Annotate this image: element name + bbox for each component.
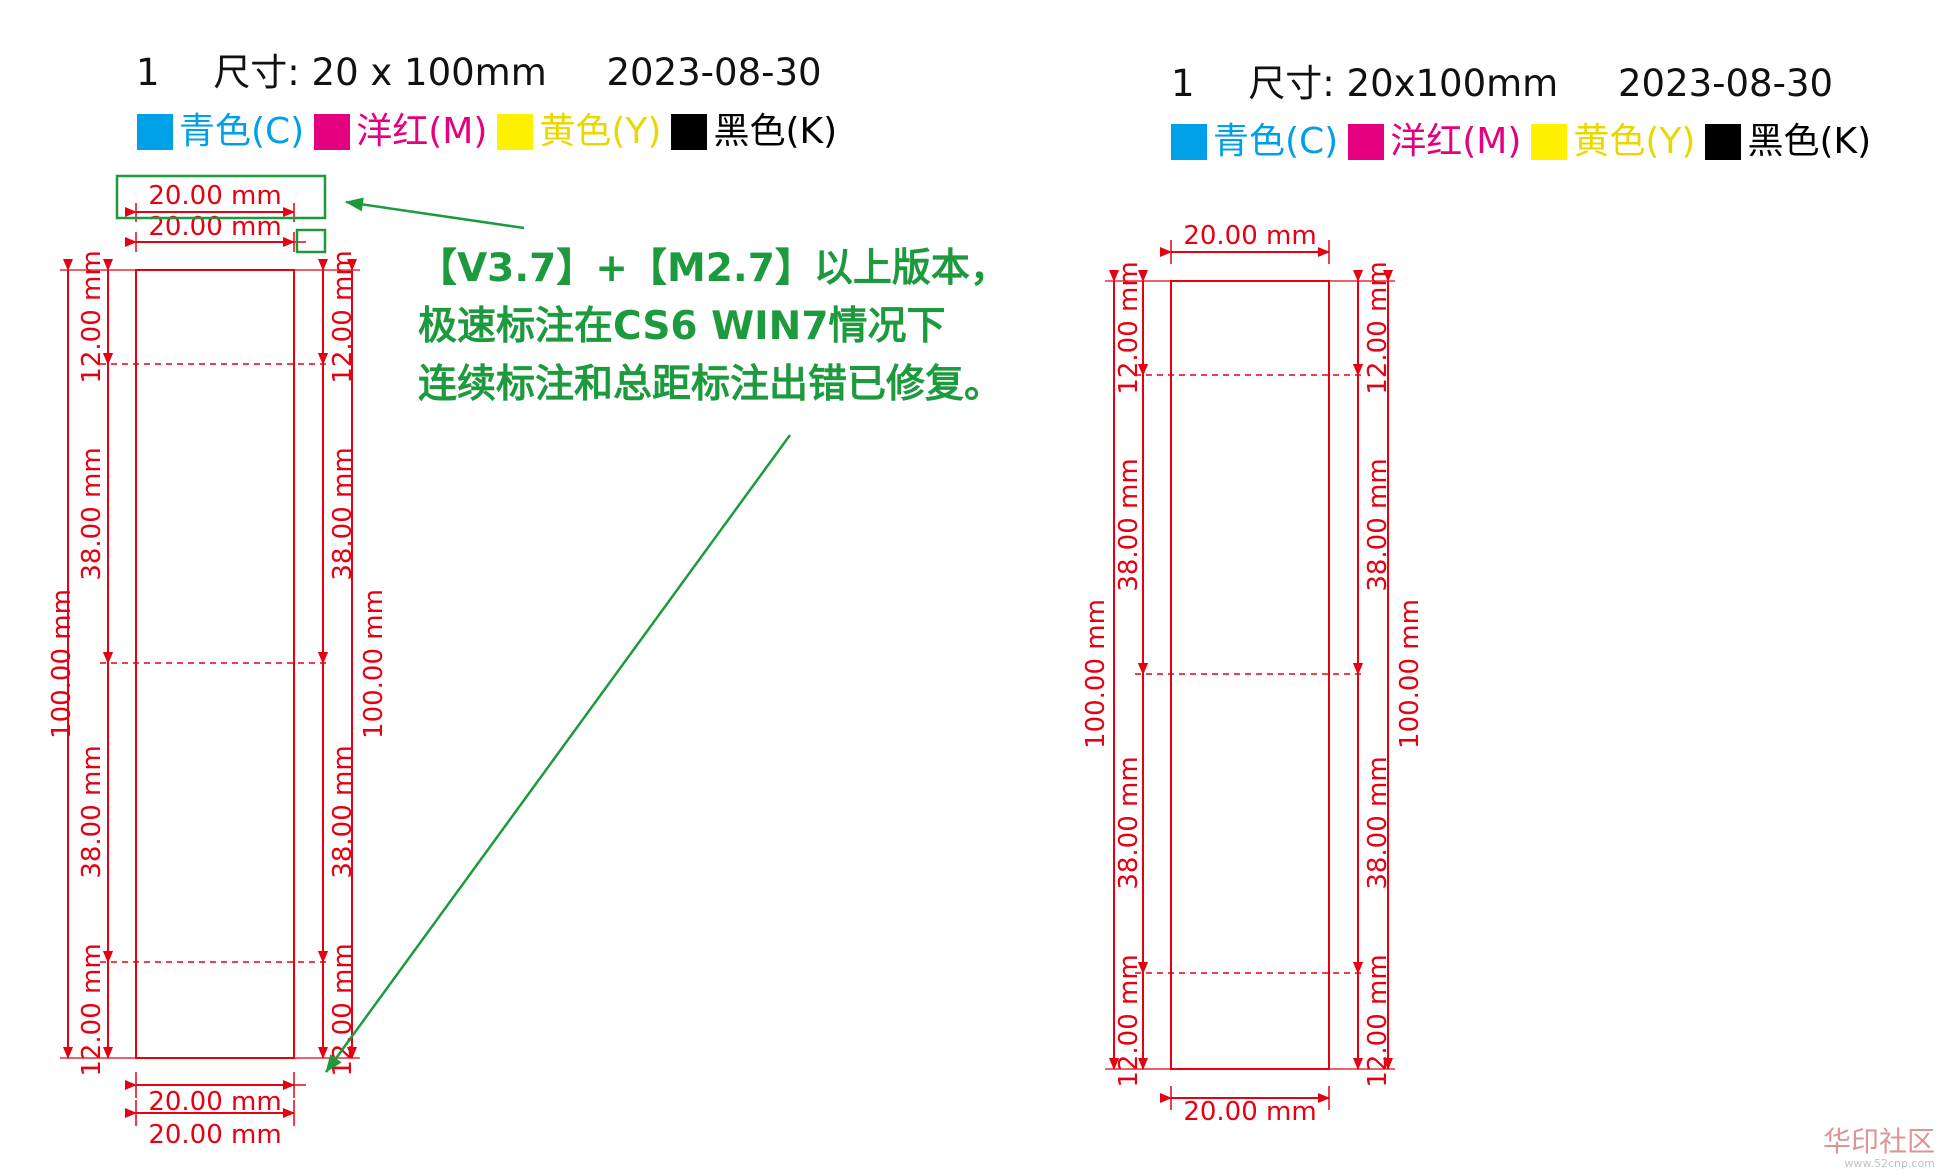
left-header-date: 2023-08-30 <box>606 51 822 94</box>
right-right-seg-label-mid2: 38.00 mm <box>1363 756 1393 889</box>
legend-item-magenta: 洋红(M) <box>314 114 487 150</box>
right-right-seg-label-top: 12.00 mm <box>1363 261 1393 394</box>
left-seg-label-top: 12.00 mm <box>77 250 107 383</box>
left-right-seg-label-mid1: 38.00 mm <box>328 447 358 580</box>
left-top-width-label-1: 20.00 mm <box>148 181 281 211</box>
right-left-total-height-label: 100.00 mm <box>1081 599 1111 749</box>
right-header: 1 尺寸: 20x100mm 2023-08-30 <box>1171 65 1833 102</box>
note-line-3: 连续标注和总距标注出错已修复。 <box>418 362 1004 407</box>
right-left-chain-dim-outer <box>1105 270 1171 1070</box>
highlight-box-top-dims <box>115 174 327 220</box>
legend-item-cyan: 青色(C) <box>137 114 304 150</box>
legend-item-black: 黑色(K) <box>671 114 837 150</box>
legend-swatch-magenta <box>1348 124 1385 160</box>
note-line-1: 【V3.7】+【M2.7】以上版本， <box>418 246 1009 291</box>
legend-item-black: 黑色(K) <box>1705 124 1871 160</box>
legend-label-black: 黑色(K) <box>1747 121 1872 162</box>
legend-label-magenta: 洋红(M) <box>356 111 488 152</box>
highlight-box-small <box>295 228 327 254</box>
version-fix-note: 【V3.7】+【M2.7】以上版本， 极速标注在CS6 WIN7情况下 连续标注… <box>418 240 1009 414</box>
left-total-height-label: 100.00 mm <box>47 589 77 739</box>
left-right-total-height-label: 100.00 mm <box>359 589 389 739</box>
legend-label-cyan: 青色(C) <box>1213 121 1339 162</box>
left-seg-label-mid2: 38.00 mm <box>77 745 107 878</box>
right-left-seg-label-top: 12.00 mm <box>1114 261 1144 394</box>
left-header: 1 尺寸: 20 x 100mm 2023-08-30 <box>136 54 822 91</box>
left-side-chain-dim-outer <box>60 259 136 1059</box>
legend-item-yellow: 黄色(Y) <box>1531 124 1695 160</box>
right-drawing: 20.00 mm 20.00 mm 100.00 mm 12.00 mm 38.… <box>1081 221 1425 1127</box>
right-left-seg-label-bottom: 12.00 mm <box>1114 954 1144 1087</box>
annotation-arrow-top <box>345 197 525 230</box>
legend-item-magenta: 洋红(M) <box>1348 124 1521 160</box>
right-right-chain-dim-inner <box>1329 270 1395 1070</box>
legend-label-cyan: 青色(C) <box>179 111 305 152</box>
note-line-2: 极速标注在CS6 WIN7情况下 <box>418 304 946 349</box>
right-label-outline <box>1170 280 1330 1070</box>
right-bottom-width-label: 20.00 mm <box>1183 1097 1316 1127</box>
legend-swatch-cyan <box>1171 124 1207 160</box>
legend-swatch-yellow <box>497 114 534 150</box>
right-right-seg-label-bottom: 12.00 mm <box>1363 954 1393 1087</box>
legend-swatch-black <box>1705 124 1742 160</box>
left-seg-label-bottom: 12.00 mm <box>77 943 107 1076</box>
left-bottom-width-dim-2 <box>125 1100 295 1126</box>
right-top-width-label: 20.00 mm <box>1183 221 1316 251</box>
right-header-index: 1 <box>1171 62 1195 105</box>
left-seg-label-mid1: 38.00 mm <box>77 447 107 580</box>
right-side-chain-dim-inner <box>294 259 360 1059</box>
left-right-seg-label-bottom: 12.00 mm <box>328 943 358 1076</box>
left-right-seg-label-mid2: 38.00 mm <box>328 745 358 878</box>
right-header-size: 尺寸: 20x100mm <box>1248 62 1559 105</box>
legend-label-black: 黑色(K) <box>713 111 838 152</box>
right-left-seg-label-mid2: 38.00 mm <box>1114 756 1144 889</box>
right-bottom-width-dim <box>1160 1086 1330 1110</box>
watermark-site: www.52cnp.com <box>1844 1157 1935 1170</box>
right-header-date: 2023-08-30 <box>1618 62 1834 105</box>
left-right-seg-label-top: 12.00 mm <box>328 250 358 383</box>
left-header-index: 1 <box>136 51 160 94</box>
legend-label-magenta: 洋红(M) <box>1390 121 1522 162</box>
left-header-size: 尺寸: 20 x 100mm <box>213 51 547 94</box>
right-right-total-height-label: 100.00 mm <box>1395 599 1425 749</box>
left-bottom-width-dim-1 <box>125 1072 306 1098</box>
legend-item-yellow: 黄色(Y) <box>497 114 661 150</box>
right-left-seg-label-mid1: 38.00 mm <box>1114 458 1144 591</box>
left-top-width-label-2: 20.00 mm <box>148 212 281 242</box>
legend-label-yellow: 黄色(Y) <box>539 111 662 152</box>
legend-swatch-cyan <box>137 114 173 150</box>
legend-item-cyan: 青色(C) <box>1171 124 1338 160</box>
left-bottom-width-label-1: 20.00 mm <box>148 1087 281 1117</box>
annotation-arrow-bottom <box>324 434 792 1073</box>
right-right-seg-label-mid1: 38.00 mm <box>1363 458 1393 591</box>
legend-swatch-yellow <box>1531 124 1568 160</box>
watermark-text: 华印社区 <box>1822 1125 1935 1158</box>
legend-label-yellow: 黄色(Y) <box>1573 121 1696 162</box>
left-label-outline <box>135 269 295 1059</box>
left-color-legend: 青色(C) 洋红(M) 黄色(Y) 黑色(K) <box>137 114 847 150</box>
legend-swatch-black <box>671 114 708 150</box>
left-bottom-width-label-2: 20.00 mm <box>148 1120 281 1150</box>
left-drawing: 20.00 mm 20.00 mm 20.00 mm 20.00 mm <box>47 181 389 1150</box>
right-color-legend: 青色(C) 洋红(M) 黄色(Y) 黑色(K) <box>1171 124 1881 160</box>
legend-swatch-magenta <box>314 114 351 150</box>
site-watermark: 华印社区 www.52cnp.com <box>1822 1125 1935 1170</box>
right-top-width-dim <box>1160 240 1330 264</box>
